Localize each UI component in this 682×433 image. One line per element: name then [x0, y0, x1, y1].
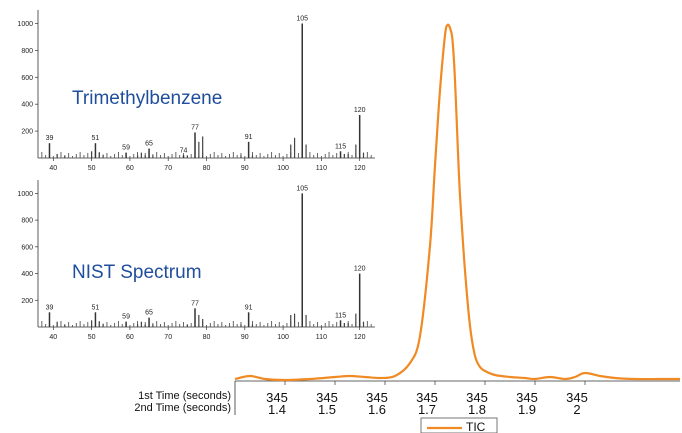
y-tick-label: 400 — [21, 102, 33, 109]
y-tick-label: 1000 — [17, 21, 33, 28]
second-time-value: 1.7 — [418, 402, 436, 417]
x-tick-label: 100 — [277, 165, 289, 172]
first-time-value: 345 — [566, 390, 588, 405]
spectrum-title: NIST Spectrum — [72, 262, 202, 283]
x-tick-label: 40 — [49, 165, 57, 172]
x-tick-label: 70 — [164, 334, 172, 341]
peak-label: 74 — [180, 147, 188, 154]
first-time-value: 345 — [466, 390, 488, 405]
peak-label: 105 — [296, 185, 308, 192]
x-tick-label: 120 — [354, 165, 366, 172]
second-time-value: 1.5 — [318, 402, 336, 417]
legend-label: TIC — [466, 420, 486, 433]
y-tick-label: 400 — [21, 271, 33, 278]
peak-label: 91 — [245, 304, 253, 311]
peak-label: 105 — [296, 15, 308, 22]
x-tick-label: 50 — [88, 334, 96, 341]
first-time-axis-label: 1st Time (seconds) — [138, 390, 231, 402]
x-tick-label: 100 — [277, 334, 289, 341]
x-tick-label: 90 — [241, 165, 249, 172]
peak-label: 65 — [145, 141, 153, 148]
peak-label: 59 — [122, 145, 130, 152]
x-tick-label: 60 — [126, 165, 134, 172]
x-tick-label: 70 — [164, 165, 172, 172]
first-time-value: 345 — [366, 390, 388, 405]
x-tick-label: 110 — [316, 165, 327, 172]
peak-label: 65 — [145, 310, 153, 317]
tic-series-line — [234, 23, 680, 382]
second-time-value: 1.9 — [518, 402, 536, 417]
y-tick-label: 1000 — [17, 191, 33, 198]
x-tick-label: 110 — [316, 334, 327, 341]
peak-label: 91 — [245, 134, 253, 141]
second-time-axis-label: 2nd Time (seconds) — [134, 402, 231, 414]
first-time-value: 345 — [316, 390, 338, 405]
first-time-value: 345 — [416, 390, 438, 405]
first-time-value: 345 — [266, 390, 288, 405]
mass-spectrum-trimethylbenzene: 200 400 600 800 1000 40 50 60 70 80 90 100 110 120 39 5… — [17, 10, 375, 172]
peak-label: 39 — [46, 135, 54, 142]
y-tick-label: 800 — [21, 48, 33, 55]
peak-label: 51 — [92, 304, 100, 311]
peak-label: 120 — [354, 266, 366, 273]
second-time-value: 2 — [573, 402, 580, 417]
peak-label: 39 — [46, 304, 54, 311]
y-tick-label: 200 — [21, 129, 33, 136]
mass-spectrum-nist: 200 400 600 800 1000 40 50 60 70 80 90 100 110 120 39 5… — [17, 180, 375, 341]
x-tick-label: 40 — [49, 334, 57, 341]
legend-box — [420, 417, 498, 433]
x-tick-label: 120 — [354, 334, 366, 341]
peak-label: 77 — [191, 124, 199, 131]
x-tick-label: 80 — [203, 165, 211, 172]
peak-label: 115 — [335, 312, 346, 319]
second-time-value: 1.6 — [368, 402, 386, 417]
tic-legend: TIC — [420, 417, 498, 433]
y-tick-label: 800 — [21, 218, 33, 225]
spectrum-title: Trimethylbenzene — [72, 88, 222, 109]
tic-chromatogram: 3451.43451.53451.63451.73451.83451.93452… — [134, 23, 680, 433]
y-tick-label: 600 — [21, 244, 33, 251]
x-tick-label: 50 — [88, 165, 96, 172]
peak-label: 51 — [92, 135, 100, 142]
second-time-value: 1.8 — [468, 402, 486, 417]
peak-label: 115 — [335, 143, 346, 150]
peak-label: 77 — [191, 300, 199, 307]
x-tick-label: 60 — [126, 334, 134, 341]
y-tick-label: 200 — [21, 298, 33, 305]
first-time-value: 345 — [516, 390, 538, 405]
second-time-value: 1.4 — [268, 402, 286, 417]
x-tick-label: 80 — [203, 334, 211, 341]
peak-label: 120 — [354, 107, 366, 114]
peak-label: 59 — [122, 314, 130, 321]
y-tick-label: 600 — [21, 75, 33, 82]
x-tick-label: 90 — [241, 334, 249, 341]
